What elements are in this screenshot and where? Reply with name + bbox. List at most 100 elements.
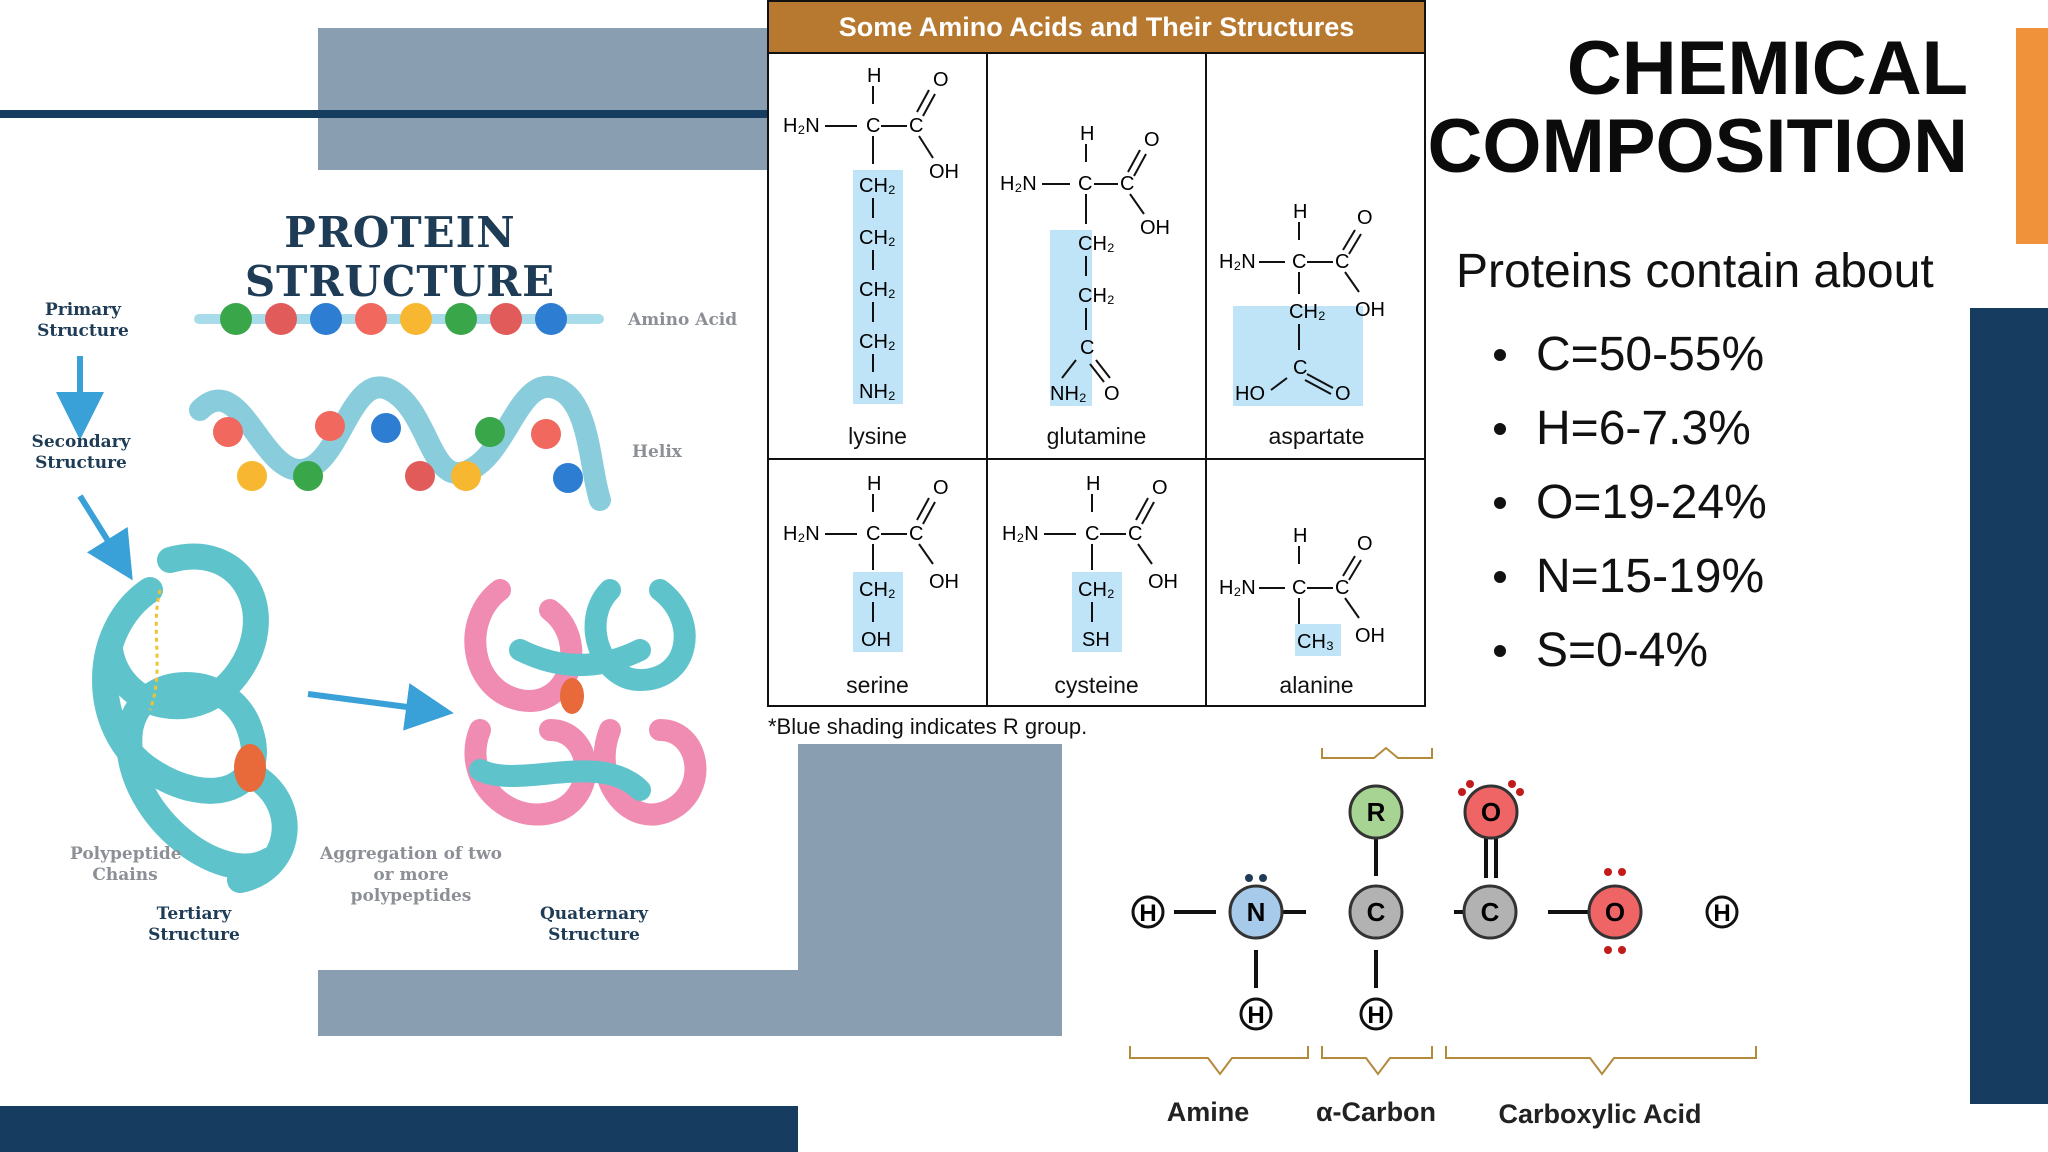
svg-text:C: C	[1335, 577, 1349, 599]
label-line: Structure	[35, 453, 127, 473]
alpha-carbon-atom: C	[1348, 884, 1404, 940]
alanine-structure: H H₂N C C O OH CH₃	[1219, 525, 1385, 656]
svg-text:SH: SH	[1082, 629, 1110, 651]
element-value: S=0-4%	[1536, 624, 1709, 677]
bracket-alpha-carbon	[1321, 1046, 1433, 1076]
serine-structure: H H₂N C C O OH CH₂ OH	[783, 473, 959, 652]
svg-text:OH: OH	[1148, 571, 1178, 593]
svg-text:C: C	[866, 523, 880, 545]
svg-text:C: C	[909, 115, 923, 137]
svg-text:H: H	[1139, 900, 1156, 927]
bullet-icon	[1494, 645, 1506, 657]
element-value: H=6-7.3%	[1536, 402, 1751, 455]
hydrogen-atom-bottom-center: H	[1359, 997, 1393, 1031]
list-item: S=0-4%	[1494, 614, 1767, 688]
glutamine-structure: H H₂N C C O OH CH₂ CH₂ C NH₂ O	[1000, 123, 1170, 406]
svg-text:H₂N: H₂N	[1219, 251, 1256, 273]
protein-structure-illustration	[56, 303, 707, 893]
cell-glutamine: H H₂N C C O OH CH₂ CH₂ C NH₂ O glutamine	[988, 54, 1207, 460]
slide-intro: Proteins contain about	[1456, 245, 1934, 298]
r-group-atom: R	[1348, 784, 1404, 840]
slide-title-line: COMPOSITION	[1427, 104, 1968, 189]
svg-text:C: C	[1481, 897, 1500, 927]
helix-bead	[293, 461, 323, 491]
svg-text:C: C	[1085, 523, 1099, 545]
amino-name-aspartate: aspartate	[1268, 423, 1365, 449]
svg-text:O: O	[1481, 797, 1501, 827]
cell-alanine: H H₂N C C O OH CH₃ alanine	[1207, 460, 1426, 707]
svg-text:N: N	[1247, 897, 1266, 927]
group-label-amine: Amine	[1167, 1097, 1250, 1127]
amino-acid-bead	[535, 303, 567, 335]
group-label-carboxylic-acid: Carboxylic Acid	[1498, 1099, 1701, 1129]
svg-text:CH₂: CH₂	[859, 227, 896, 249]
cell-serine: H H₂N C C O OH CH₂ OH serine	[769, 460, 988, 707]
nitrogen-atom: N	[1228, 874, 1284, 940]
element-composition-list: C=50-55% H=6-7.3% O=19-24% N=15-19% S=0-…	[1494, 318, 1767, 688]
slide-title: CHEMICAL COMPOSITION	[1420, 30, 1968, 186]
amino-name-serine: serine	[846, 672, 909, 698]
list-item: C=50-55%	[1494, 318, 1767, 392]
svg-text:C: C	[1120, 173, 1134, 195]
svg-text:O: O	[1605, 897, 1625, 927]
label-line: Structure	[548, 925, 640, 945]
carbonyl-oxygen-atom: O	[1458, 780, 1524, 840]
label-line: Primary	[44, 300, 122, 320]
svg-text:H: H	[1713, 900, 1730, 927]
svg-text:C: C	[1292, 577, 1306, 599]
aspartate-structure: H H₂N C C O OH CH₂ C HO O	[1219, 201, 1385, 406]
amino-acid-bead	[310, 303, 342, 335]
amino-acid-table: Some Amino Acids and Their Structures H …	[767, 0, 1426, 707]
svg-text:O: O	[1335, 383, 1351, 405]
svg-text:H: H	[1293, 201, 1307, 223]
label-amino-acid: Amino Acid	[628, 310, 738, 330]
svg-text:CH₂: CH₂	[859, 279, 896, 301]
svg-text:CH₂: CH₂	[1078, 579, 1115, 601]
decor-line-top	[0, 110, 770, 118]
svg-text:H₂N: H₂N	[783, 115, 820, 137]
svg-text:NH₂: NH₂	[1050, 383, 1087, 405]
svg-text:C: C	[1078, 173, 1092, 195]
svg-text:C: C	[1292, 251, 1306, 273]
hydrogen-atom-bottom-left: H	[1239, 997, 1273, 1031]
svg-text:C: C	[1335, 251, 1349, 273]
label-line: Aggregation of two	[320, 844, 502, 864]
protein-structure-figure	[0, 170, 798, 970]
helix-bead	[475, 417, 505, 447]
bullet-icon	[1494, 497, 1506, 509]
svg-text:C: C	[1293, 357, 1307, 379]
helix-ribbon	[189, 376, 611, 511]
svg-text:OH: OH	[1140, 217, 1170, 239]
amino-name-cysteine: cysteine	[1054, 672, 1139, 698]
quaternary-structure-shape	[464, 579, 707, 826]
svg-text:C: C	[1080, 337, 1094, 359]
bullet-icon	[1494, 423, 1506, 435]
label-line: Secondary	[31, 432, 131, 452]
helix-bead	[213, 417, 243, 447]
amino-name-lysine: lysine	[848, 423, 907, 449]
svg-text:C: C	[866, 115, 880, 137]
amino-acid-bead	[265, 303, 297, 335]
helix-bead	[237, 461, 267, 491]
group-label-alpha-carbon: α-Carbon	[1316, 1097, 1436, 1127]
label-line: Polypeptide	[70, 844, 182, 864]
svg-text:CH₂: CH₂	[859, 175, 896, 197]
decor-bar-bottom	[0, 1106, 798, 1152]
svg-text:H: H	[1293, 525, 1307, 547]
svg-text:H: H	[867, 473, 881, 495]
svg-text:CH₂: CH₂	[1078, 233, 1115, 255]
hydrogen-atom-left: H	[1131, 895, 1165, 929]
cell-cysteine: H H₂N C C O OH CH₂ SH cysteine	[988, 460, 1207, 707]
helix-bead	[315, 411, 345, 441]
hydroxyl-oxygen-atom: O	[1587, 868, 1643, 954]
amino-acid-bead	[490, 303, 522, 335]
label-line: Structure	[148, 925, 240, 945]
amino-acid-bead	[400, 303, 432, 335]
amino-table-note: *Blue shading indicates R group.	[768, 714, 1088, 739]
element-value: C=50-55%	[1536, 328, 1765, 381]
svg-text:CH₃: CH₃	[1297, 631, 1334, 653]
svg-text:H: H	[1080, 123, 1094, 145]
amino-acid-bead	[355, 303, 387, 335]
